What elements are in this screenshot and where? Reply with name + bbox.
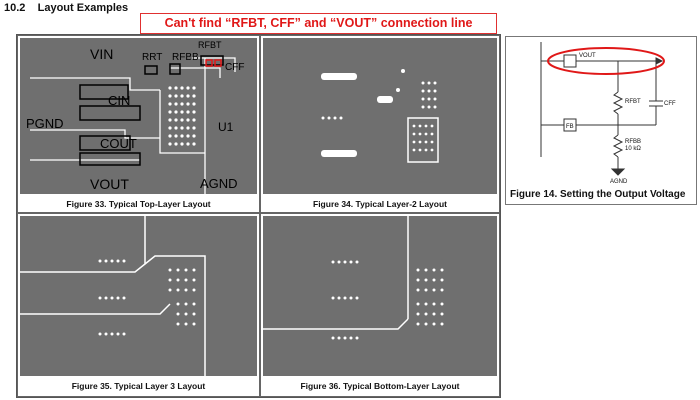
output-voltage-schematic: VOUT FB RFBT CFF RFBB 10 kΩ AGND (540, 42, 676, 185)
figure-33-image: VIN RRT RFBB RFBT CFF CIN PGND COUT U1 V… (20, 38, 257, 194)
bottom-layer-artwork (263, 216, 444, 340)
figure-33-caption: Figure 33. Typical Top-Layer Layout (66, 199, 211, 209)
figure-35-panel: Figure 35. Typical Layer 3 Layout (17, 213, 260, 397)
label-vin: VIN (90, 46, 114, 62)
figure-36-image (263, 216, 497, 376)
figure-34-image (263, 38, 497, 194)
label-rfbb: RFBB (172, 52, 199, 63)
schem-vout-label: VOUT (579, 53, 596, 59)
label-cin: CIN (108, 93, 131, 108)
top-layer-artwork (30, 55, 236, 194)
figure-35-caption: Figure 35. Typical Layer 3 Layout (71, 381, 206, 391)
schem-agnd-label: AGND (610, 179, 628, 185)
label-vout: VOUT (90, 176, 129, 192)
figure-36-panel: Figure 36. Typical Bottom-Layer Layout (260, 213, 500, 397)
schematic-figure-14: VOUT FB RFBT CFF RFBB 10 kΩ AGND Figure … (505, 36, 697, 205)
figure-35-image (20, 216, 257, 376)
schem-rfbt-label: RFBT (625, 99, 641, 105)
figure-33-panel: VIN RRT RFBB RFBT CFF CIN PGND COUT U1 V… (17, 35, 260, 213)
label-u1: U1 (218, 120, 234, 134)
label-cff: CFF (225, 62, 245, 73)
figure-34-caption: Figure 34. Typical Layer-2 Layout (313, 199, 447, 209)
layer-2-artwork (321, 69, 439, 163)
schem-fb-label: FB (566, 124, 574, 130)
label-agnd: AGND (200, 176, 238, 191)
label-rfbt: RFBT (198, 40, 222, 50)
figure-36-caption: Figure 36. Typical Bottom-Layer Layout (300, 381, 460, 391)
figure-14-caption: Figure 14. Setting the Output Voltage (510, 189, 686, 200)
label-rrt: RRT (142, 52, 163, 63)
figure-34-panel: Figure 34. Typical Layer-2 Layout (260, 35, 500, 213)
callout-annotation: Can't find “RFBT, CFF” and “VOUT” connec… (140, 13, 497, 34)
label-pgnd: PGND (26, 116, 64, 131)
schem-cff-label: CFF (664, 101, 676, 107)
section-title: 10.2 Layout Examples (4, 2, 129, 14)
schem-rfbb-value: 10 kΩ (625, 146, 641, 152)
layer-3-artwork (20, 216, 206, 376)
layout-figures-grid: VIN RRT RFBB RFBT CFF CIN PGND COUT U1 V… (16, 34, 501, 398)
schem-rfbb-label: RFBB (625, 139, 641, 145)
label-cout: COUT (100, 136, 137, 151)
